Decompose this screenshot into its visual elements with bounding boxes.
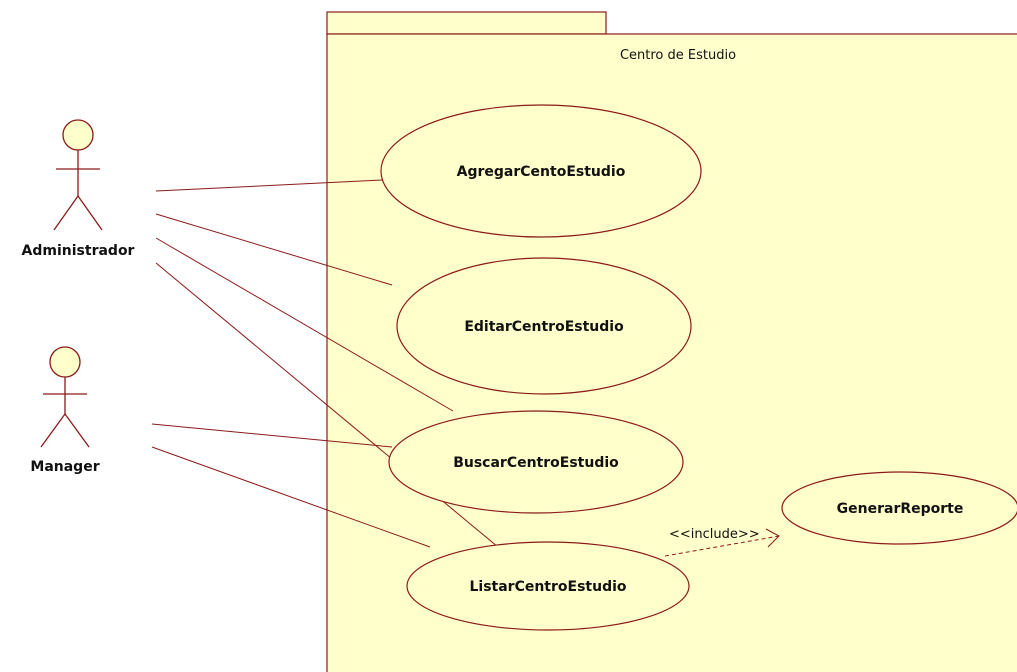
- actor-administrador-leg-left: [53, 195, 79, 231]
- use-case-editar-label: EditarCentroEstudio: [464, 319, 624, 335]
- actor-manager[interactable]: Manager: [30, 346, 100, 475]
- use-case-buscar-label: BuscarCentroEstudio: [453, 455, 619, 471]
- use-case-buscar-shape: [388, 410, 684, 514]
- use-case-agregar-shape: [380, 104, 702, 238]
- use-case-listar-label: ListarCentroEstudio: [469, 579, 626, 595]
- use-case-listar[interactable]: ListarCentroEstudio: [406, 541, 690, 631]
- use-case-agregar-label: AgregarCentoEstudio: [457, 164, 626, 180]
- include-dependency: <<include>>: [664, 527, 780, 557]
- actor-manager-leg-left: [40, 413, 66, 448]
- use-case-listar-shape: [406, 541, 690, 631]
- boundary-tab: [326, 11, 607, 35]
- use-case-buscar[interactable]: BuscarCentroEstudio: [388, 410, 684, 514]
- include-line: [664, 535, 780, 557]
- assoc-manager-buscar: [151, 423, 393, 448]
- use-case-agregar[interactable]: AgregarCentoEstudio: [380, 104, 702, 238]
- actor-manager-label: Manager: [30, 459, 99, 475]
- assoc-admin-agregar: [155, 179, 384, 192]
- actor-manager-leg-right: [64, 413, 90, 448]
- actor-administrador-label: Administrador: [22, 243, 135, 259]
- use-case-generar-label: GenerarReporte: [837, 501, 964, 517]
- actor-administrador-head: [62, 119, 94, 151]
- actor-administrador[interactable]: Administrador: [22, 119, 135, 259]
- actor-administrador-leg-right: [77, 195, 103, 231]
- use-case-editar-shape: [396, 257, 692, 395]
- use-case-editar[interactable]: EditarCentroEstudio: [396, 257, 692, 395]
- use-case-generar-shape: [781, 471, 1017, 545]
- use-case-generar[interactable]: GenerarReporte: [781, 471, 1017, 545]
- assoc-admin-editar: [155, 213, 393, 286]
- assoc-admin-buscar: [155, 237, 454, 412]
- include-arrowhead: [765, 528, 780, 548]
- assoc-manager-listar: [151, 446, 431, 548]
- actor-manager-head: [49, 346, 81, 378]
- include-label: <<include>>: [669, 527, 760, 542]
- system-name: Centro de Estudio: [620, 48, 736, 63]
